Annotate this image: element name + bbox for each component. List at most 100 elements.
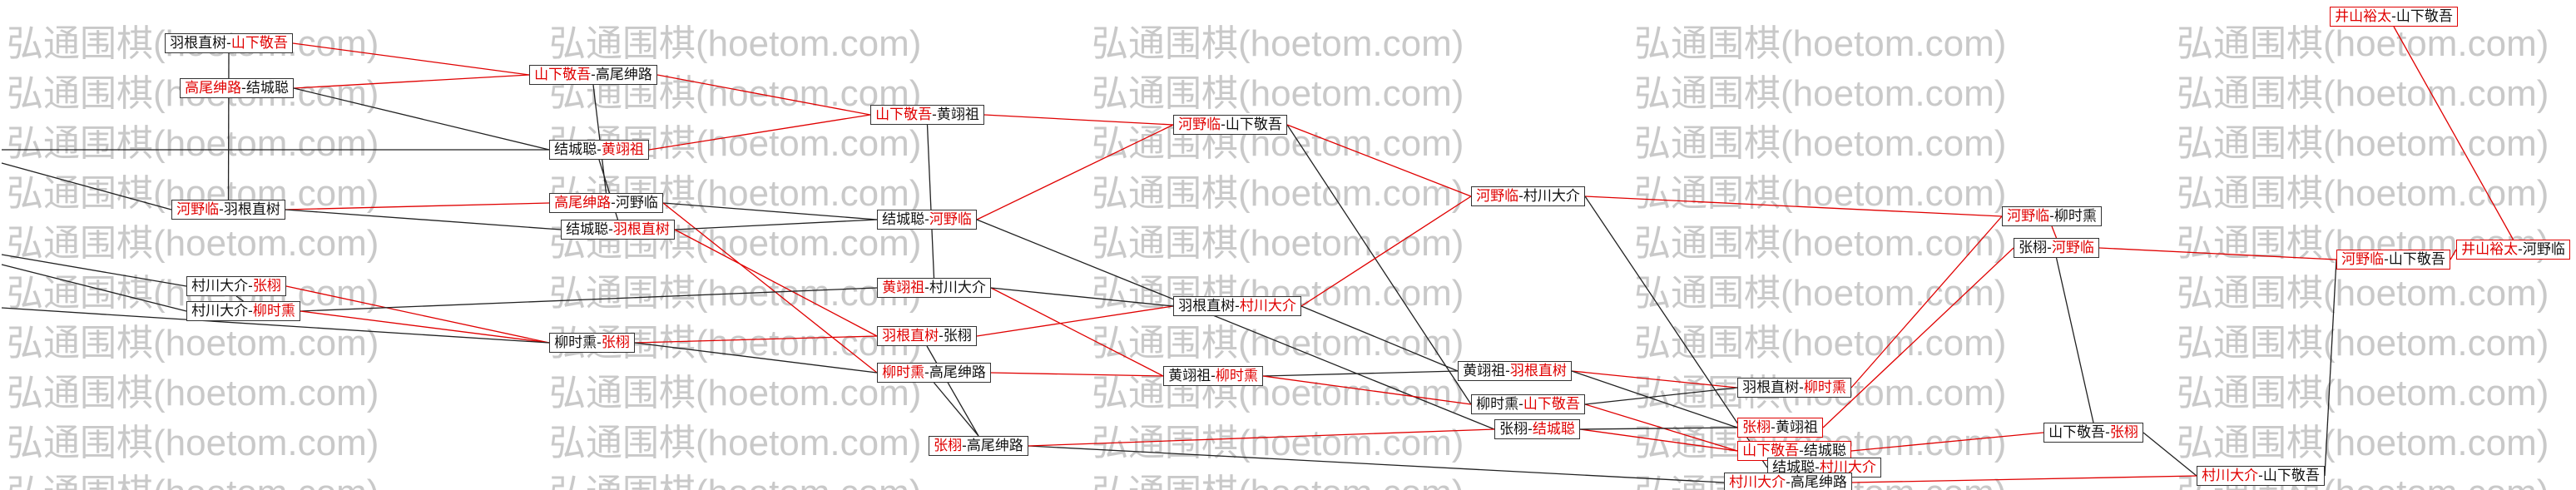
player-name: - [611, 195, 616, 210]
player-name: 羽根直树 [1742, 379, 1800, 395]
player-name: 山下敬吾 [534, 67, 592, 82]
match-node-F2[interactable]: 张栩-黄翊祖 [1737, 418, 1823, 438]
bracket-edge [300, 287, 878, 312]
player-name: 河野临 [615, 195, 658, 210]
match-node-B1[interactable]: 山下敬吾-高尾绅路 [529, 65, 657, 85]
player-name: - [608, 221, 613, 237]
match-node-C4[interactable]: 羽根直树-张栩 [877, 326, 977, 346]
player-name: 张栩 [2019, 240, 2048, 255]
player-name: - [1235, 298, 1240, 314]
match-node-A4[interactable]: 村川大介-张栩 [186, 276, 286, 296]
bracket-edge [1286, 124, 1472, 405]
match-node-K1[interactable]: 井山裕太-山下敬吾 [2330, 7, 2458, 27]
player-name: 柳时熏 [252, 303, 295, 319]
player-name: 山下敬吾 [875, 106, 933, 122]
match-node-E3[interactable]: 柳时熏-山下敬吾 [1471, 394, 1585, 414]
bracket-edge [1262, 370, 1459, 377]
match-node-C2[interactable]: 结城聪-河野临 [877, 210, 977, 230]
match-node-B3[interactable]: 高尾绅路-河野临 [549, 193, 663, 213]
player-name: - [2384, 251, 2389, 267]
player-name: 河野临 [1178, 116, 1221, 132]
bracket-edge [2098, 247, 2337, 260]
player-name: 井山裕太 [2461, 241, 2519, 257]
bracket-edge [227, 52, 230, 200]
match-node-A5[interactable]: 村川大介-柳时熏 [186, 301, 300, 321]
player-name: - [1786, 474, 1791, 490]
player-name: 山下敬吾 [1523, 396, 1580, 412]
match-node-C3[interactable]: 黄翊祖-村川大介 [877, 278, 991, 298]
match-node-I1[interactable]: 山下敬吾-张栩 [2043, 423, 2143, 443]
bracket-edge [2324, 259, 2337, 477]
match-node-B5[interactable]: 柳时熏-张栩 [549, 333, 635, 353]
player-name: - [1799, 379, 1804, 395]
match-node-D3[interactable]: 黄翊祖-柳时熏 [1163, 366, 1263, 386]
player-name: 羽根直树 [170, 35, 227, 51]
match-node-B2[interactable]: 结城聪-黄翊祖 [549, 140, 649, 160]
player-name: - [2391, 8, 2396, 24]
bracket-edge [648, 114, 871, 151]
player-name: 张栩 [601, 334, 630, 350]
match-node-H1[interactable]: 河野临-柳时熏 [2002, 206, 2102, 226]
player-name: 河野临 [2341, 251, 2385, 267]
bracket-edge [926, 124, 935, 279]
match-node-G1[interactable]: 村川大介-高尾绅路 [1724, 473, 1852, 490]
bracket-edge [1262, 375, 1472, 405]
bracket-edge [662, 202, 878, 220]
match-node-B4[interactable]: 结城聪-羽根直树 [561, 220, 675, 240]
player-name: - [924, 280, 929, 295]
player-name: 结城聪 [554, 141, 597, 157]
player-name: 山下敬吾 [2262, 468, 2320, 483]
match-node-D2[interactable]: 羽根直树-村川大介 [1173, 296, 1301, 316]
match-node-I2[interactable]: 村川大介-山下敬吾 [2197, 466, 2325, 486]
bracket-edge [300, 310, 550, 344]
player-name: - [1221, 116, 1226, 132]
bracket-edge [976, 219, 1495, 430]
player-name: - [1799, 443, 1804, 458]
player-name: 柳时熏 [2053, 208, 2097, 224]
player-name: 山下敬吾 [230, 35, 288, 51]
player-name: - [932, 106, 937, 122]
match-node-F1[interactable]: 羽根直树-柳时熏 [1737, 378, 1851, 398]
player-name: 张栩 [2109, 424, 2138, 440]
match-node-C5[interactable]: 柳时熏-高尾绅路 [877, 363, 991, 383]
match-node-A1[interactable]: 羽根直树-山下敬吾 [165, 33, 293, 53]
player-name: 张栩 [934, 438, 963, 453]
bracket-edge [1, 162, 172, 210]
bracket-edge [1, 264, 187, 312]
player-name: - [248, 303, 253, 319]
match-node-H2[interactable]: 张栩-河野临 [2014, 238, 2099, 258]
player-name: - [241, 80, 246, 96]
player-name: - [226, 35, 231, 51]
bracket-edge [990, 372, 1164, 377]
bracket-edge [656, 74, 871, 116]
player-name: - [2518, 241, 2523, 257]
player-name: 河野临 [929, 211, 972, 227]
player-name: 村川大介 [1523, 188, 1580, 204]
match-node-K2[interactable]: 井山裕太-河野临 [2456, 240, 2570, 260]
player-name: - [2258, 468, 2263, 483]
bracket-edge [934, 382, 979, 437]
bracket-edge [2143, 432, 2197, 477]
player-name: 黄翊祖 [1168, 368, 1211, 384]
player-name: 结城聪 [1803, 443, 1846, 458]
match-node-E4[interactable]: 张栩-结城聪 [1494, 419, 1580, 439]
bracket-edge [1850, 215, 2003, 389]
bracket-edge [285, 209, 562, 230]
match-node-E1[interactable]: 河野临-村川大介 [1471, 186, 1585, 206]
match-node-E2[interactable]: 黄翊祖-羽根直树 [1458, 361, 1572, 381]
match-node-J1[interactable]: 河野临-山下敬吾 [2336, 250, 2450, 270]
match-node-A2[interactable]: 高尾绅路-结城聪 [180, 78, 294, 98]
bracket-edge [293, 74, 530, 89]
player-name: - [1518, 396, 1523, 412]
player-name: 山下敬吾 [2048, 424, 2106, 440]
bracket-edge [674, 229, 878, 337]
player-name: 高尾绅路 [595, 67, 652, 82]
match-node-C1[interactable]: 山下敬吾-黄翊祖 [870, 105, 984, 125]
player-name: 柳时熏 [1803, 379, 1846, 395]
match-node-D1[interactable]: 河野临-山下敬吾 [1173, 115, 1287, 135]
match-node-A3[interactable]: 河野临-羽根直树 [171, 200, 285, 220]
player-name: - [1528, 421, 1533, 437]
player-name: - [1211, 368, 1216, 384]
match-node-C6[interactable]: 张栩-高尾绅路 [929, 436, 1028, 456]
player-name: 河野临 [2007, 208, 2050, 224]
